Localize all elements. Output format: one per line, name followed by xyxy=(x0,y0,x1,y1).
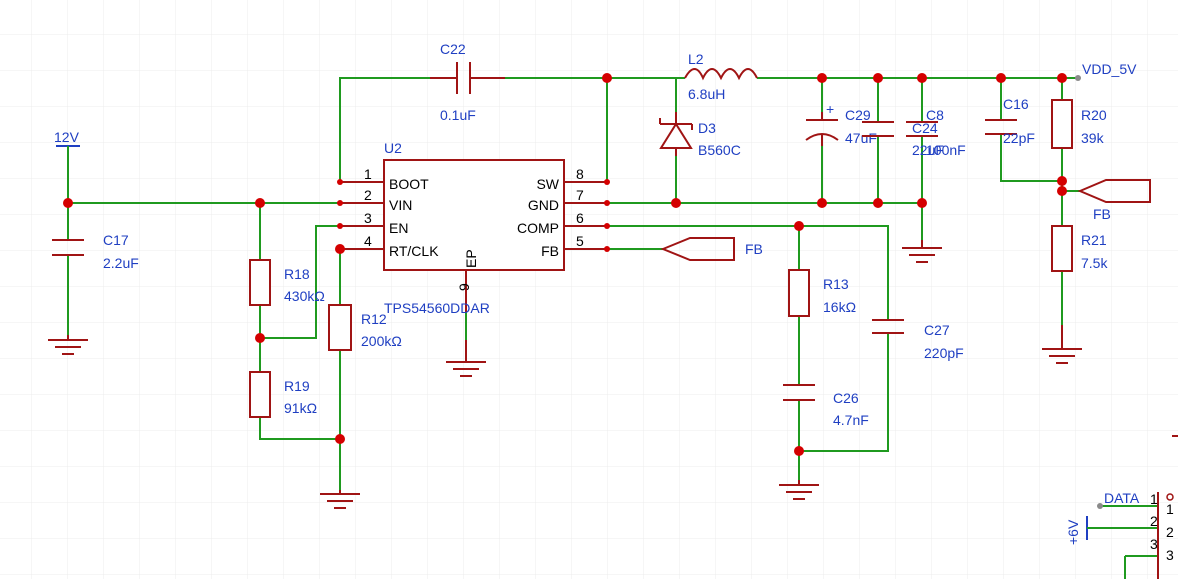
c26-value: 4.7nF xyxy=(833,412,869,428)
connector-pin-2-left: 2 xyxy=(1150,513,1158,529)
capacitor-c17[interactable]: C17 2.2uF xyxy=(52,232,139,271)
ic-pin-en: EN xyxy=(389,220,408,236)
ic-ep-number: 9 xyxy=(456,283,472,291)
capacitor-c27[interactable]: C27 220pF xyxy=(872,319,964,361)
ic-pin-rtclk: RT/CLK xyxy=(389,243,439,259)
capacitor-c24[interactable]: C24 22uF xyxy=(862,120,944,158)
net-12v[interactable]: 12V xyxy=(54,129,80,150)
diode-d3[interactable]: D3 B560C xyxy=(659,112,741,158)
c8-value: 100nF xyxy=(926,142,966,158)
capacitor-c29[interactable]: + C29 47uF xyxy=(805,101,877,146)
ic-pin-7-num: 7 xyxy=(576,187,584,203)
ic-u2[interactable]: U2 TPS54560DDAR 1 2 3 4 BOOT VIN EN RT/C… xyxy=(340,140,607,316)
r12-value: 200kΩ xyxy=(361,333,402,349)
r19-value: 91kΩ xyxy=(284,400,317,416)
r20-ref: R20 xyxy=(1081,107,1107,123)
connector-header[interactable]: 1 1 2 2 3 3 xyxy=(1150,435,1178,579)
l2-ref: L2 xyxy=(688,51,704,67)
net-vdd-5v-label: VDD_5V xyxy=(1082,61,1137,77)
capacitor-c26[interactable]: C26 4.7nF xyxy=(783,384,869,428)
r21-ref: R21 xyxy=(1081,232,1107,248)
ic-pin-comp: COMP xyxy=(517,220,559,236)
r13-value: 16kΩ xyxy=(823,299,856,315)
ic-part: TPS54560DDAR xyxy=(384,300,490,316)
c24-ref: C24 xyxy=(912,120,938,136)
ic-pin-1-num: 1 xyxy=(364,166,372,182)
c29-value: 47uF xyxy=(845,130,877,146)
c17-value: 2.2uF xyxy=(103,255,139,271)
c16-value: 22pF xyxy=(1003,130,1035,146)
net-data-label: DATA xyxy=(1104,490,1140,506)
c22-ref: C22 xyxy=(440,41,466,57)
ic-pin-boot: BOOT xyxy=(389,176,429,192)
c27-ref: C27 xyxy=(924,322,950,338)
capacitor-c22[interactable]: C22 0.1uF xyxy=(430,41,505,123)
ground-symbol-c17 xyxy=(48,335,88,355)
resistor-r13[interactable]: R13 16kΩ xyxy=(788,269,856,317)
net-12v-label: 12V xyxy=(54,129,80,145)
ic-ep-label: EP xyxy=(463,249,479,268)
r12-ref: R12 xyxy=(361,311,387,327)
c29-ref: C29 xyxy=(845,107,871,123)
c26-ref: C26 xyxy=(833,390,859,406)
ic-pin-6-num: 6 xyxy=(576,210,584,226)
ic-pin-2-num: 2 xyxy=(364,187,372,203)
net-fb-right-label: FB xyxy=(1093,206,1111,222)
l2-value: 6.8uH xyxy=(688,86,725,102)
net-fb-left-label: FB xyxy=(745,241,763,257)
net-fb-right[interactable]: FB xyxy=(1077,179,1151,222)
r19-ref: R19 xyxy=(284,378,310,394)
ground-symbol-divider xyxy=(320,490,360,509)
c27-value: 220pF xyxy=(924,345,964,361)
resistor-r12[interactable]: R12 200kΩ xyxy=(328,304,402,351)
net-vdd-5v[interactable]: VDD_5V xyxy=(1075,61,1137,81)
r18-ref: R18 xyxy=(284,266,310,282)
c24-value: 22uF xyxy=(912,142,944,158)
connector-pin-3: 3 xyxy=(1166,547,1174,563)
d3-ref: D3 xyxy=(698,120,716,136)
r18-value: 430kΩ xyxy=(284,288,325,304)
ic-pin-4-num: 4 xyxy=(364,233,372,249)
r21-value: 7.5k xyxy=(1081,255,1108,271)
ic-pin-3-num: 3 xyxy=(364,210,372,226)
resistor-r18[interactable]: R18 430kΩ xyxy=(249,259,325,306)
ic-pin-sw: SW xyxy=(536,176,559,192)
resistor-r20[interactable]: R20 39k xyxy=(1051,99,1107,149)
net-fb-left[interactable]: FB xyxy=(660,237,763,261)
r20-value: 39k xyxy=(1081,130,1105,146)
c8-ref: C8 xyxy=(926,107,944,123)
c22-value: 0.1uF xyxy=(440,107,476,123)
c16-ref: C16 xyxy=(1003,96,1029,112)
resistor-r19[interactable]: R19 91kΩ xyxy=(249,371,317,418)
c29-polarity: + xyxy=(826,101,834,117)
ground-symbol-comp xyxy=(779,480,819,500)
r13-ref: R13 xyxy=(823,276,849,292)
connector-outer-pin: 1 xyxy=(1150,491,1158,507)
c17-ref: C17 xyxy=(103,232,129,248)
ic-pin-fb: FB xyxy=(541,243,559,259)
connector-pin-1: 1 xyxy=(1166,501,1174,517)
connector-pin-3-left: 3 xyxy=(1150,536,1158,552)
junction-dots xyxy=(63,73,1067,456)
ic-pin-gnd: GND xyxy=(528,197,559,213)
connector-pin-2: 2 xyxy=(1166,524,1174,540)
capacitor-c16[interactable]: C16 22pF xyxy=(985,96,1035,146)
ground-symbol-ep xyxy=(446,340,486,377)
net-data[interactable]: DATA xyxy=(1097,490,1140,509)
d3-value: B560C xyxy=(698,142,741,158)
ic-pin-vin: VIN xyxy=(389,197,412,213)
ground-symbol-feedback xyxy=(1042,325,1082,364)
capacitor-c8[interactable]: C8 100nF xyxy=(906,107,966,158)
resistor-r21[interactable]: R21 7.5k xyxy=(1051,225,1108,272)
net-plus6v-label: +6V xyxy=(1065,519,1081,545)
ic-body xyxy=(383,159,565,271)
ic-ref: U2 xyxy=(384,140,402,156)
inductor-l2[interactable]: L2 6.8uH xyxy=(684,51,758,102)
ic-pin-8-num: 8 xyxy=(576,166,584,182)
ic-pin-5-num: 5 xyxy=(576,233,584,249)
ground-symbol-output xyxy=(902,240,942,263)
net-plus6v[interactable]: +6V xyxy=(1065,516,1102,545)
